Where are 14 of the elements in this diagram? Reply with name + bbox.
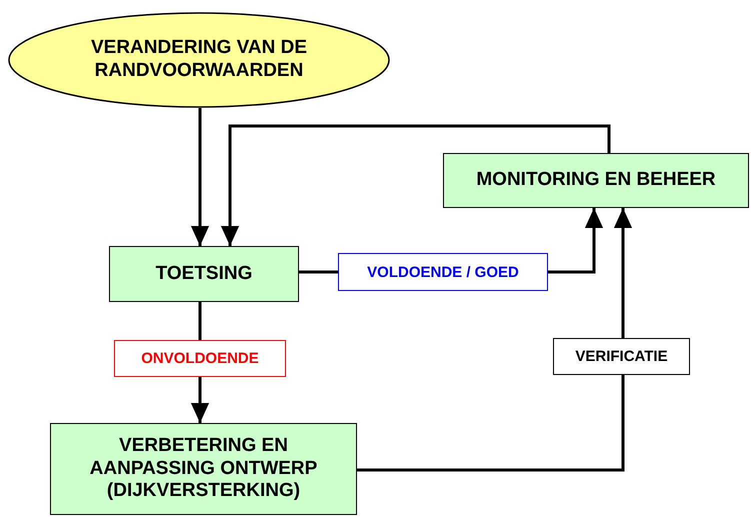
process-box [109, 246, 299, 302]
arrow [357, 208, 632, 472]
edge-label: ONVOLDOENDE [114, 340, 286, 377]
node-text: TOETSING [156, 262, 252, 286]
node-text: VERBETERING EN AANPASSING ONTWERP (DIJKVERSTERKING) [88, 434, 318, 504]
node-text: VERANDERING VAN DE RANDVOORWAARDEN [90, 37, 308, 83]
edge-label: VERIFICATIE [553, 338, 690, 375]
arrow [190, 108, 210, 246]
arrow [220, 124, 610, 246]
edge-label: VOLDOENDE / GOED [338, 253, 548, 291]
process-box [50, 423, 357, 515]
start-ellipse [8, 12, 390, 108]
process-box [443, 153, 749, 208]
node-text: MONITORING EN BEHEER [476, 169, 716, 192]
